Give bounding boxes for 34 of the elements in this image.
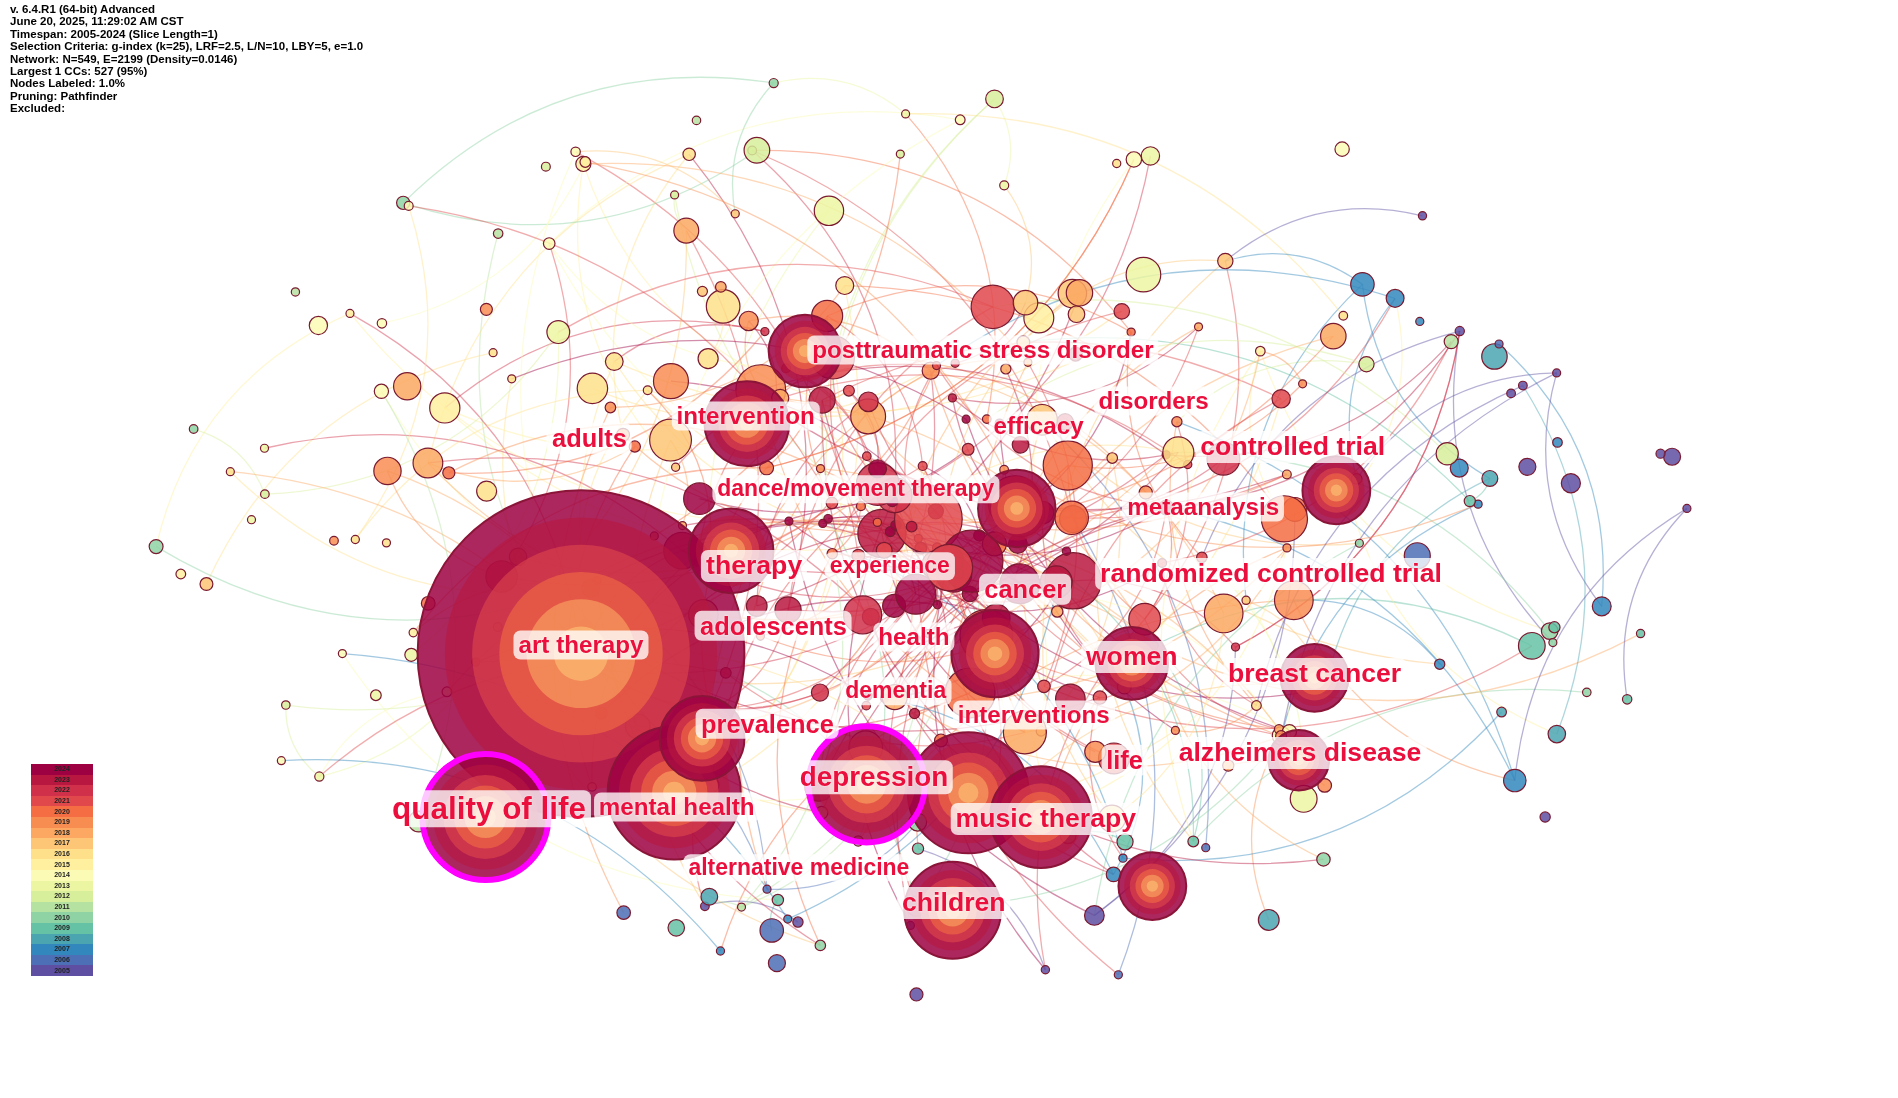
keyword-label: dance/movement therapy [712,475,1000,503]
keyword-label: controlled trial [1195,430,1391,463]
info-text-line: v. 6.4.R1 (64-bit) Advanced [10,3,157,16]
info-text-line: June 20, 2025, 11:29:02 AM CST [10,15,185,28]
info-text-line: Largest 1 CCs: 527 (95%) [10,65,149,78]
info-text-line: Excluded: [10,102,66,115]
keyword-label: posttraumatic stress disorder [807,335,1159,365]
keyword-label: alzheimers disease [1173,736,1427,769]
info-text-line: Network: N=549, E=2199 (Density=0.0146) [10,52,239,66]
keyword-label: intervention [671,401,820,431]
keyword-label: adults [547,422,632,454]
keyword-label: art therapy [513,630,649,660]
keyword-label: breast cancer [1222,658,1407,691]
keyword-label: mental health [593,792,760,822]
keyword-label: interventions [952,700,1115,730]
keyword-label: women [1080,641,1183,674]
keyword-label: cancer [979,574,1072,605]
keyword-label: randomized controlled trial [1095,557,1447,590]
keyword-label: efficacy [988,411,1089,441]
info-text-line: Pruning: Pathfinder [10,89,119,103]
keyword-label: adolescents [695,610,852,642]
keyword-label: therapy [701,550,808,583]
keyword-label: life [1101,744,1148,776]
keyword-label: metaanalysis [1122,492,1285,522]
keyword-label: experience [824,552,955,581]
keyword-label: prevalence [696,708,839,740]
keyword-label: music therapy [950,803,1142,836]
info-text-line: Timespan: 2005-2024 (Slice Length=1) [10,27,219,41]
keyword-label: health [873,622,955,652]
keyword-label: children [897,887,1011,919]
keyword-label: dementia [840,677,952,705]
keyword-label: disorders [1093,386,1214,416]
info-text-line: Selection Criteria: g-index (k=25), LRF=2.5, L/N=10, LBY=5, e=1.0 [10,40,364,53]
info-text-line: Nodes Labeled: 1.0% [10,77,127,90]
